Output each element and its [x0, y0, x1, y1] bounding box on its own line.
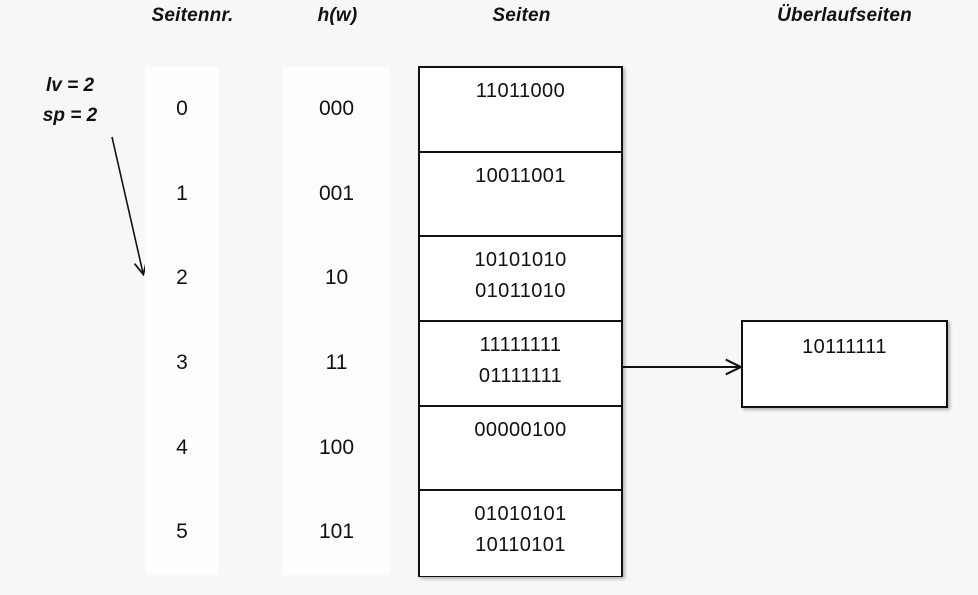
seitennr-cell: 5	[176, 520, 188, 544]
seitennr-cell: 2	[176, 266, 188, 290]
page-entry: 01011010	[475, 280, 566, 303]
hw-cell: 100	[318, 435, 355, 459]
page-bucket: 11111111 01111111	[420, 321, 621, 407]
page-bucket: 01010101 10110101	[420, 491, 621, 576]
page-bucket: 10011001	[420, 152, 621, 238]
column-header-seitennr: Seitennr.	[151, 5, 234, 26]
hw-cell: 000	[318, 97, 355, 121]
hw-cell: 10	[324, 266, 349, 290]
page-entry: 01111111	[478, 364, 563, 387]
page-bucket: 10101010 01011010	[420, 237, 621, 322]
overflow-page: 10111111	[741, 320, 948, 408]
seitennr-cell: 4	[176, 435, 188, 459]
page-bucket: 11011000	[420, 68, 621, 153]
parameters-annotation: lv = 2 sp = 2	[14, 71, 126, 131]
hw-cell: 001	[318, 181, 355, 205]
column-panel-hw: 000 001 10 11 100 101	[283, 67, 390, 575]
page-entry: 10011001	[475, 164, 566, 187]
param-lv: lv = 2	[45, 75, 95, 96]
param-sp: sp = 2	[42, 105, 98, 126]
column-panel-seitennr: 0 1 2 3 4 5	[145, 67, 219, 575]
pages-table: 11011000 10011001 10101010 01011010 1111…	[418, 66, 623, 577]
page-entry: 11111111	[479, 333, 562, 356]
page-entry: 10101010	[474, 249, 567, 272]
page-entry: 00000100	[474, 418, 567, 441]
column-header-hw: h(w)	[317, 5, 358, 26]
page-entry: 11011000	[475, 80, 566, 102]
seitennr-cell: 0	[176, 97, 188, 121]
seitennr-cell: 3	[176, 351, 188, 375]
page-entry: 10110101	[475, 534, 566, 557]
overflow-entry: 10111111	[802, 336, 887, 358]
overflow-link-arrow	[623, 352, 748, 382]
hw-cell: 11	[325, 351, 348, 375]
page-bucket: 00000100	[420, 406, 621, 492]
page-entry: 01010101	[474, 503, 567, 526]
column-header-ueberlaufseiten: Überlaufseiten	[777, 5, 912, 26]
hw-cell: 101	[318, 520, 355, 544]
column-header-seiten: Seiten	[492, 5, 551, 26]
seitennr-cell: 1	[176, 181, 188, 205]
